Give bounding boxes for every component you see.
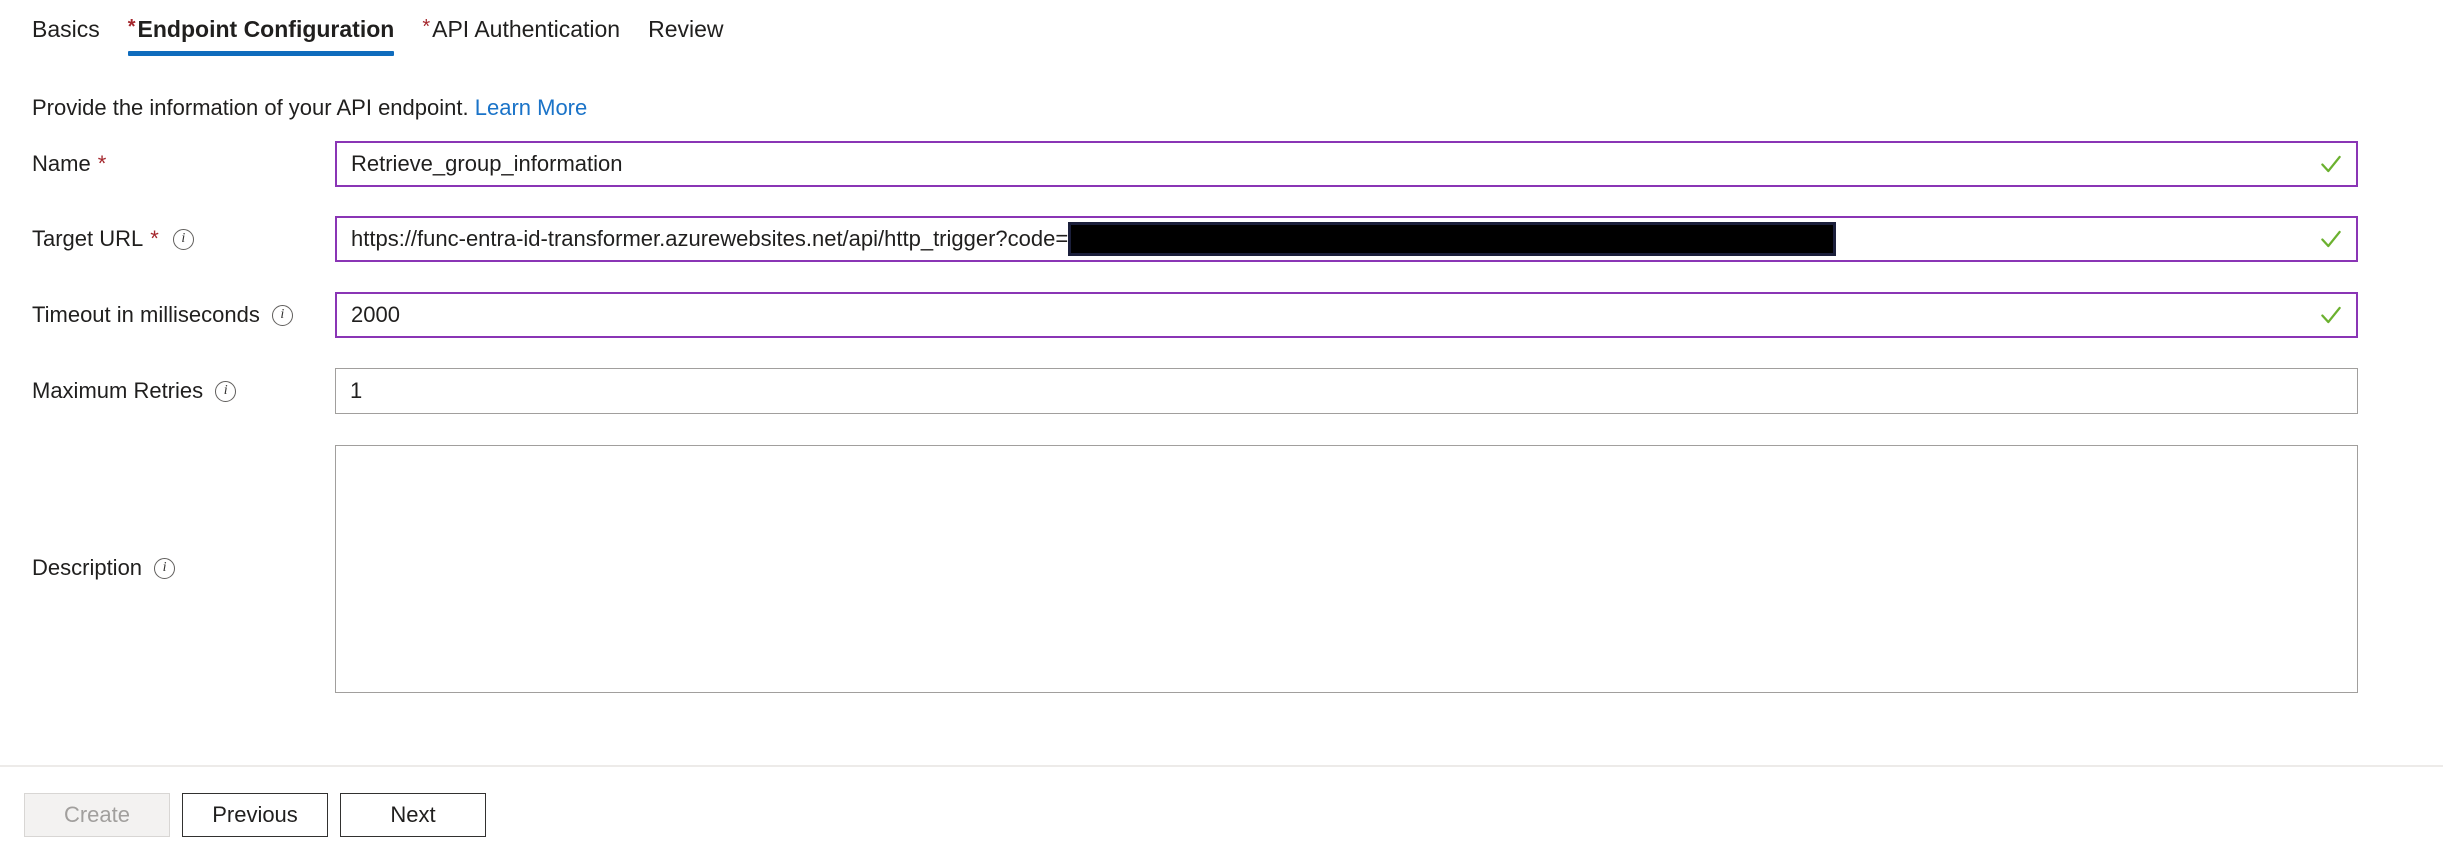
timeout-label-text: Timeout in milliseconds — [32, 302, 260, 327]
description-label: Description i — [32, 554, 176, 582]
max-retries-input-wrap[interactable] — [335, 368, 2358, 414]
info-icon[interactable]: i — [271, 304, 293, 326]
learn-more-link[interactable]: Learn More — [474, 95, 588, 120]
form-row-target-url: Target URL * i https://func-entra-id-tra… — [0, 216, 2443, 262]
target-url-input-wrap[interactable]: https://func-entra-id-transformer.azurew… — [335, 216, 2358, 262]
info-icon[interactable]: i — [154, 557, 176, 579]
tab-review[interactable]: Review — [634, 14, 737, 58]
info-icon[interactable]: i — [172, 228, 194, 250]
tab-required-star: * — [422, 16, 431, 38]
timeout-label: Timeout in milliseconds i — [32, 301, 293, 329]
tab-review-label: Review — [648, 16, 724, 42]
next-button[interactable]: Next — [340, 793, 486, 837]
valid-check-icon — [2321, 155, 2341, 173]
wizard-footer: Create Previous Next — [24, 793, 486, 837]
page-description: Provide the information of your API endp… — [32, 93, 587, 123]
tab-basics-label: Basics — [32, 16, 100, 42]
max-retries-label: Maximum Retries i — [32, 377, 237, 405]
valid-check-icon — [2321, 230, 2341, 248]
wizard-tab-strip: Basics * Endpoint Configuration * API Au… — [32, 14, 738, 66]
name-input[interactable] — [351, 150, 2308, 178]
form-row-name: Name * — [0, 141, 2443, 187]
redacted-secret-bar — [1068, 222, 1837, 256]
footer-divider — [0, 765, 2443, 767]
timeout-input-wrap[interactable] — [335, 292, 2358, 338]
form-row-timeout: Timeout in milliseconds i — [0, 292, 2443, 338]
page-description-text: Provide the information of your API endp… — [32, 95, 469, 120]
tab-required-star: * — [127, 16, 136, 38]
name-required-star: * — [97, 151, 107, 176]
name-label: Name * — [32, 150, 108, 178]
max-retries-label-text: Maximum Retries — [32, 378, 204, 403]
tab-api-authentication-label: API Authentication — [432, 16, 621, 42]
timeout-input[interactable] — [351, 301, 2308, 329]
form-row-max-retries: Maximum Retries i — [0, 368, 2443, 414]
max-retries-input[interactable] — [350, 377, 2345, 405]
target-url-input[interactable]: https://func-entra-id-transformer.azurew… — [351, 226, 1069, 251]
info-icon[interactable]: i — [215, 380, 237, 402]
valid-check-icon — [2321, 306, 2341, 324]
name-input-wrap[interactable] — [335, 141, 2358, 187]
target-url-label: Target URL * i — [32, 225, 194, 253]
description-textarea[interactable] — [335, 445, 2358, 693]
target-url-label-text: Target URL — [32, 226, 144, 251]
name-label-text: Name — [32, 151, 91, 176]
tab-api-authentication[interactable]: * API Authentication — [408, 14, 634, 58]
tab-basics[interactable]: Basics — [32, 14, 114, 58]
tab-active-underline — [127, 51, 395, 56]
previous-button[interactable]: Previous — [182, 793, 328, 837]
description-label-text: Description — [32, 555, 143, 580]
target-url-required-star: * — [150, 226, 159, 251]
create-button[interactable]: Create — [24, 793, 170, 837]
tab-endpoint-configuration[interactable]: * Endpoint Configuration — [114, 14, 409, 58]
tab-endpoint-configuration-label: Endpoint Configuration — [137, 16, 395, 42]
target-url-value-row[interactable]: https://func-entra-id-transformer.azurew… — [351, 222, 2308, 256]
